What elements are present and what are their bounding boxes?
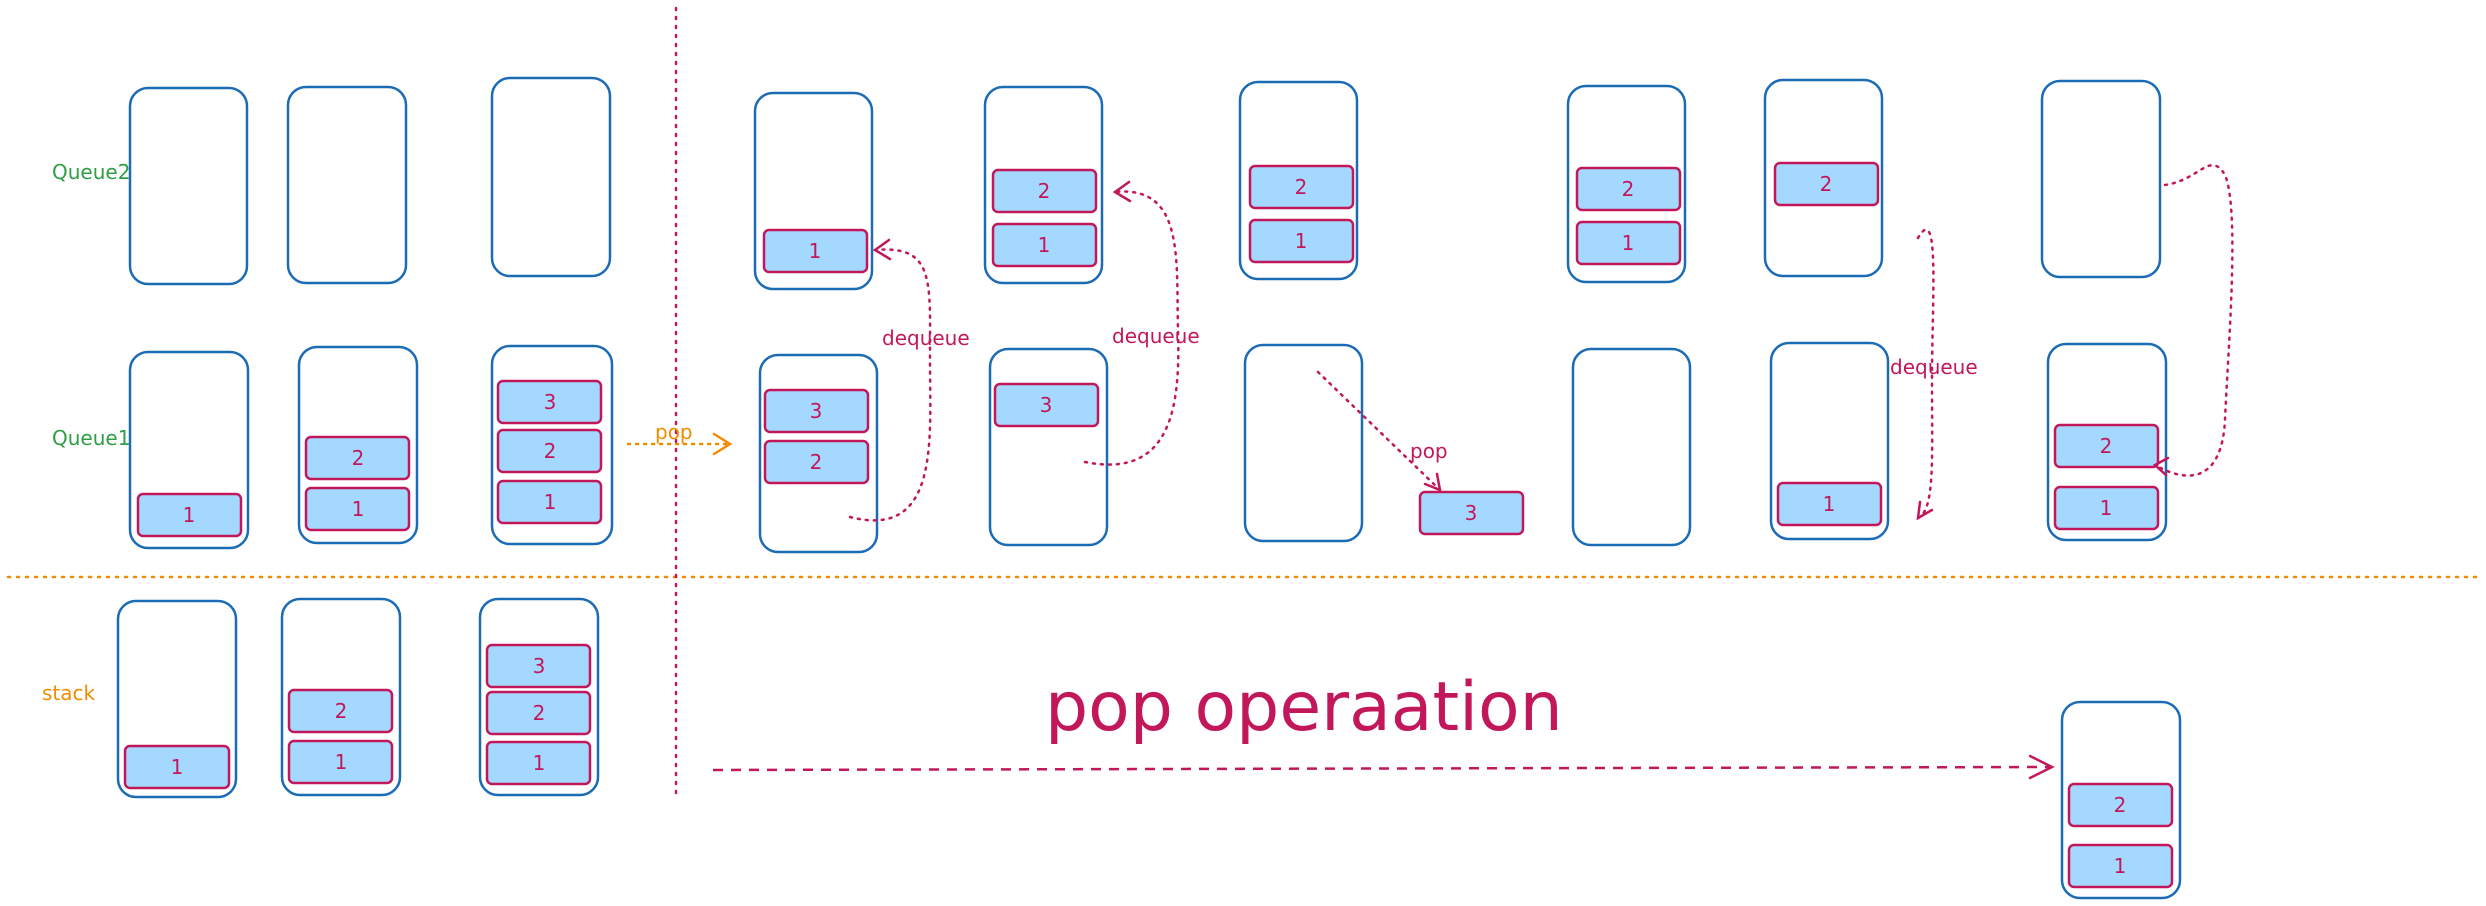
queue-item: 3	[993, 382, 1100, 428]
queue-item: 1	[304, 486, 411, 532]
item-label: 2	[352, 446, 365, 470]
pop-arrow: pop	[1316, 370, 1448, 493]
queue1-container	[128, 350, 250, 550]
item-label: 1	[1622, 231, 1635, 255]
item-label: 1	[335, 750, 348, 774]
queue2-container	[128, 86, 249, 286]
queue-item: 1	[1776, 481, 1883, 527]
pop-operation-arrow	[712, 754, 2055, 780]
popped-item: 3	[1418, 490, 1525, 536]
queue1-container	[2046, 342, 2168, 542]
item-label: 2	[2114, 793, 2127, 817]
queue2-container	[1238, 80, 1359, 281]
item-label: 1	[1295, 229, 1308, 253]
queue-item: 1	[496, 479, 603, 525]
queue-item: 1	[2053, 485, 2160, 531]
item-label: 2	[2100, 434, 2113, 458]
queue-item: 3	[496, 379, 603, 425]
item-label: 3	[810, 399, 823, 423]
dequeue-annotation: dequeue	[1112, 324, 1200, 348]
queue1-container	[1243, 343, 1364, 543]
item-label: 3	[544, 390, 557, 414]
queue2-label: Queue2	[52, 160, 130, 184]
dequeue-arrow: dequeue	[1890, 228, 1978, 521]
item-label: 1	[183, 503, 196, 527]
queue1-container	[1571, 347, 1692, 547]
stack-container	[116, 599, 238, 799]
transfer-arrow	[2152, 163, 2234, 477]
item-label: 1	[352, 497, 365, 521]
queue-item: 2	[991, 168, 1098, 214]
stack-item: 3	[485, 643, 592, 689]
item-label: 1	[533, 751, 546, 775]
pop-operation-title: pop operaation	[1045, 668, 1563, 747]
queue-item: 1	[136, 492, 243, 538]
queue-item: 1	[991, 222, 1098, 268]
item-label: 3	[533, 654, 546, 678]
stack-container	[478, 597, 600, 797]
queue-item: 2	[1773, 161, 1880, 207]
queue2-container	[753, 91, 874, 291]
item-label: 2	[1820, 172, 1833, 196]
queue-item: 3	[763, 388, 870, 434]
queue-item: 2	[496, 428, 603, 474]
queue-item: 2	[2053, 423, 2160, 469]
stack-item: 1	[485, 740, 592, 786]
item-label: 2	[1622, 177, 1635, 201]
item-label: 1	[1038, 233, 1051, 257]
item-label: 3	[1465, 501, 1478, 525]
stack-item: 1	[123, 744, 231, 790]
result-stack-container	[2060, 700, 2182, 900]
queue2-container	[1763, 78, 1884, 278]
item-label: 2	[544, 439, 557, 463]
item-label: 3	[1040, 393, 1053, 417]
queue1-container	[988, 347, 1109, 547]
stack-item: 1	[2067, 843, 2174, 889]
pop-annotation: pop	[655, 420, 693, 444]
queue-item: 2	[1248, 164, 1355, 210]
dequeue-annotation: dequeue	[1890, 355, 1978, 379]
queue1-container	[297, 345, 419, 545]
stack-item: 2	[287, 688, 394, 734]
item-label: 2	[1038, 179, 1051, 203]
queue1-container	[1769, 341, 1890, 541]
stack-item: 2	[2067, 782, 2174, 828]
dequeue-arrow: dequeue	[848, 238, 970, 522]
queue1-container	[758, 353, 879, 554]
queue-item: 2	[763, 439, 870, 485]
item-label: 1	[809, 239, 822, 263]
item-label: 2	[810, 450, 823, 474]
item-label: 1	[1823, 492, 1836, 516]
stack-container	[280, 597, 402, 797]
queue2-container	[2040, 79, 2162, 279]
pop-arrow: pop	[626, 420, 733, 456]
item-label: 2	[335, 699, 348, 723]
item-label: 1	[544, 490, 557, 514]
queue-item: 1	[1248, 218, 1355, 264]
queue1-container	[490, 344, 614, 546]
stack-item: 2	[485, 690, 592, 736]
queue-item: 1	[762, 228, 869, 274]
dequeue-annotation: dequeue	[882, 326, 970, 350]
item-label: 1	[2100, 496, 2113, 520]
item-label: 1	[2114, 854, 2127, 878]
item-label: 1	[171, 755, 184, 779]
queue-item: 2	[304, 435, 411, 481]
queue2-container	[490, 76, 612, 278]
queue-item: 1	[1575, 220, 1682, 266]
item-label: 2	[1295, 175, 1308, 199]
pop-annotation: pop	[1410, 439, 1448, 463]
queue-item: 2	[1575, 166, 1682, 212]
queue2-container	[286, 85, 408, 285]
queue2-container	[1566, 84, 1687, 284]
dequeue-arrow: dequeue	[1083, 180, 1200, 466]
queue1-label: Queue1	[52, 426, 130, 450]
queue2-container	[983, 85, 1104, 285]
item-label: 2	[533, 701, 546, 725]
stack-item: 1	[287, 739, 394, 785]
stack-label: stack	[42, 681, 96, 705]
